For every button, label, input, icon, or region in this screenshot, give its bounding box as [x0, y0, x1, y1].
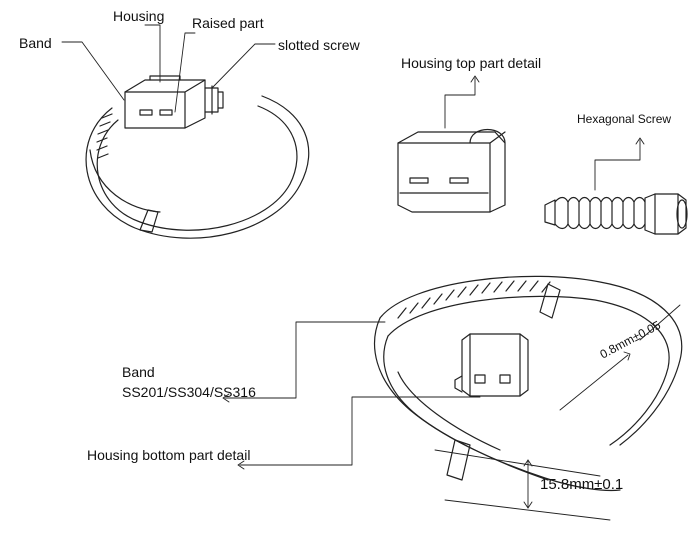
label-housing-bottom-detail: Housing bottom part detail [87, 447, 251, 463]
hex-screw-arrow [594, 137, 645, 191]
clamp-housing [124, 75, 206, 129]
clamp-slotted-screw [204, 85, 224, 115]
label-width: 15.8mm±0.1 [540, 476, 624, 493]
label-raised-part: Raised part [192, 15, 264, 31]
bottom-left-leaders [222, 321, 481, 470]
label-housing-top-detail: Housing top part detail [401, 55, 542, 71]
open-band [374, 275, 683, 492]
top-left-leaders [61, 24, 276, 113]
housing-top-arrow [444, 75, 480, 129]
hexagonal-screw [544, 193, 688, 235]
label-slotted-screw: slotted screw [278, 37, 360, 53]
label-band-material: SS201/SS304/SS316 [122, 384, 256, 400]
thickness-dimension [559, 304, 681, 411]
label-hexagonal-screw: Hexagonal Screw [577, 112, 672, 126]
housing-top-part [397, 129, 506, 213]
label-band-top: Band [19, 35, 52, 51]
assembled-clamp [85, 75, 310, 239]
width-dimension [434, 449, 611, 521]
label-band-bottom: Band [122, 364, 155, 380]
label-housing: Housing [113, 8, 165, 24]
housing-bottom-part [454, 333, 529, 397]
